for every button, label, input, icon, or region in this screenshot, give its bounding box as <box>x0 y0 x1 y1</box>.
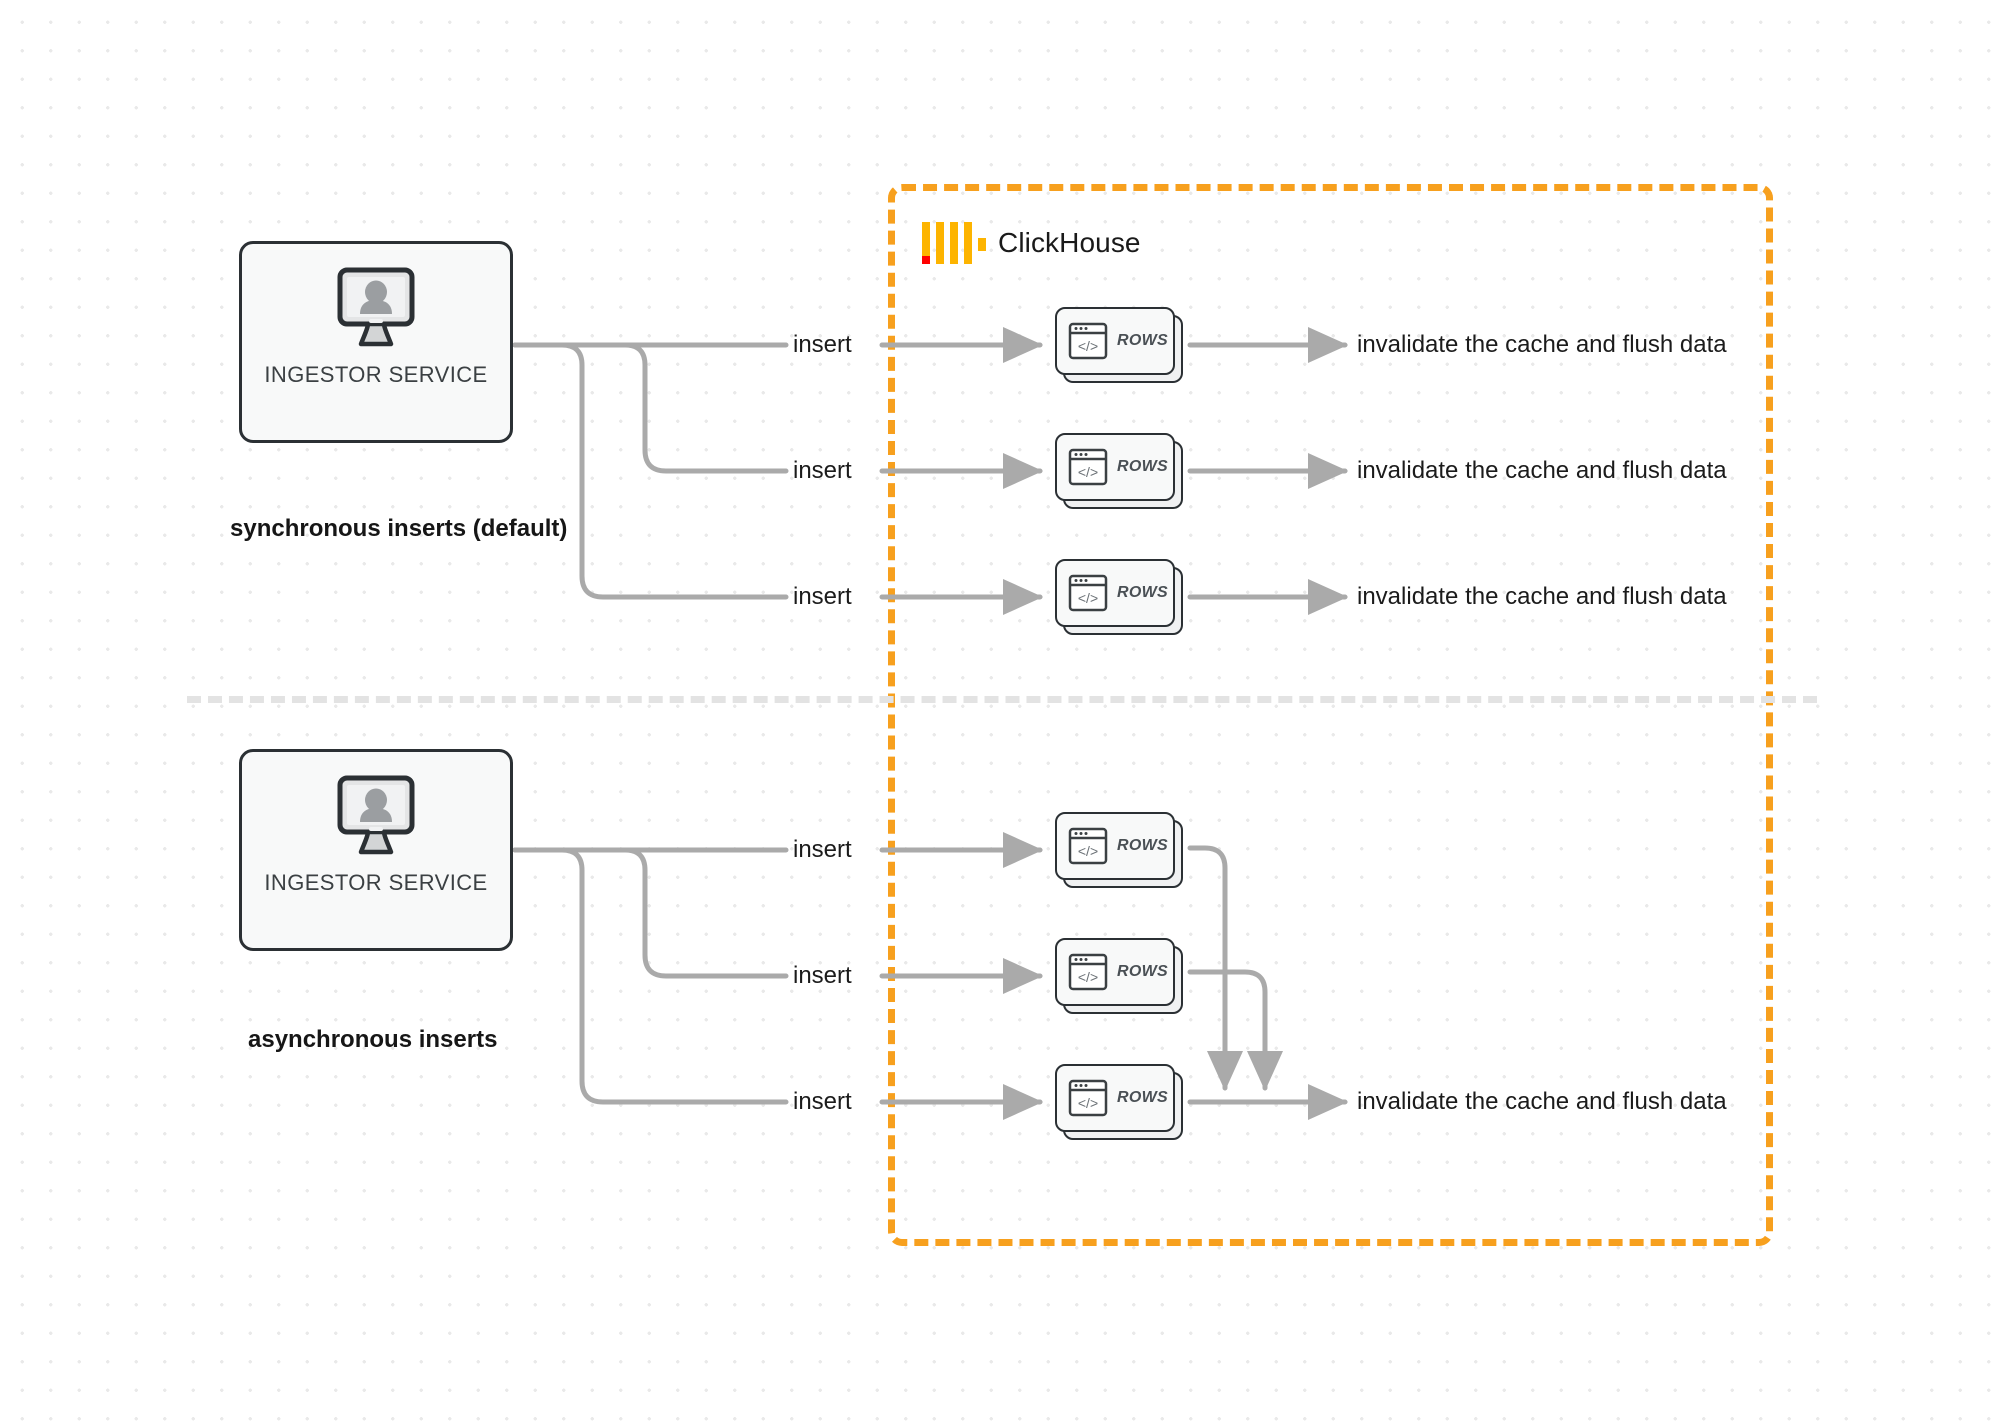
async-branch-row3 <box>512 847 789 1105</box>
flush-label-sync-3: invalidate the cache and flush data <box>1357 583 1727 610</box>
svg-text:</>: </> <box>1078 464 1098 480</box>
rows-card-label: ROWS <box>1117 1089 1168 1106</box>
svg-text:</>: </> <box>1078 590 1098 606</box>
insert-label-sync-3: insert <box>793 583 852 610</box>
rows-card-label: ROWS <box>1117 332 1168 349</box>
rows-card-face: </> ROWS <box>1055 559 1175 627</box>
svg-text:</>: </> <box>1078 1095 1098 1111</box>
ingestor-service-label-sync: INGESTOR SERVICE <box>264 362 488 387</box>
insert-label-sync-2: insert <box>793 457 852 484</box>
rows-card-face: </> ROWS <box>1055 1064 1175 1132</box>
ingestor-service-async[interactable]: INGESTOR SERVICE <box>239 749 513 951</box>
rows-card-face: </> ROWS <box>1055 433 1175 501</box>
logo-accent-square <box>978 238 986 251</box>
section-divider <box>187 696 1817 703</box>
rows-card-async-2[interactable]: </> ROWS <box>1055 938 1183 1014</box>
rows-card-label: ROWS <box>1117 837 1168 854</box>
svg-text:</>: </> <box>1078 338 1098 354</box>
flush-label-sync-2: invalidate the cache and flush data <box>1357 457 1727 484</box>
code-window-icon: </> <box>1068 448 1108 486</box>
insert-label-sync-1: insert <box>793 331 852 358</box>
ingestor-service-sync[interactable]: INGESTOR SERVICE <box>239 241 513 443</box>
rows-card-face: </> ROWS <box>1055 307 1175 375</box>
clickhouse-brand: ClickHouse <box>922 222 1141 264</box>
rows-card-async-3[interactable]: </> ROWS <box>1055 1064 1183 1140</box>
clickhouse-region-boundary <box>888 184 1773 1246</box>
rows-card-sync-3[interactable]: </> ROWS <box>1055 559 1183 635</box>
rows-card-sync-1[interactable]: </> ROWS <box>1055 307 1183 383</box>
flush-label-sync-1: invalidate the cache and flush data <box>1357 331 1727 358</box>
logo-bar-2 <box>936 222 944 264</box>
code-window-icon: </> <box>1068 574 1108 612</box>
code-window-icon: </> <box>1068 1079 1108 1117</box>
monitor-user-icon <box>328 774 424 858</box>
rows-card-label: ROWS <box>1117 584 1168 601</box>
rows-card-face: </> ROWS <box>1055 938 1175 1006</box>
rows-card-label: ROWS <box>1117 963 1168 980</box>
rows-card-face: </> ROWS <box>1055 812 1175 880</box>
sync-branch-row3 <box>512 342 789 600</box>
logo-red-square <box>922 256 930 264</box>
ingestor-service-label-async: INGESTOR SERVICE <box>264 870 488 895</box>
caption-synchronous: synchronous inserts (default) <box>230 515 568 542</box>
rows-card-async-1[interactable]: </> ROWS <box>1055 812 1183 888</box>
logo-bar-4 <box>964 222 972 264</box>
caption-asynchronous: asynchronous inserts <box>248 1026 498 1053</box>
logo-bar-3 <box>950 222 958 264</box>
insert-label-async-1: insert <box>793 836 852 863</box>
code-window-icon: </> <box>1068 827 1108 865</box>
rows-card-label: ROWS <box>1117 458 1168 475</box>
svg-text:</>: </> <box>1078 843 1098 859</box>
clickhouse-brand-label: ClickHouse <box>998 227 1141 258</box>
rows-card-sync-2[interactable]: </> ROWS <box>1055 433 1183 509</box>
insert-label-async-2: insert <box>793 962 852 989</box>
code-window-icon: </> <box>1068 322 1108 360</box>
code-window-icon: </> <box>1068 953 1108 991</box>
monitor-user-icon <box>328 266 424 350</box>
flush-label-async-merged: invalidate the cache and flush data <box>1357 1088 1727 1115</box>
logo-bar-1 <box>922 222 930 264</box>
sync-branch-row2 <box>512 342 789 474</box>
insert-label-async-3: insert <box>793 1088 852 1115</box>
async-branch-row2 <box>512 847 789 979</box>
clickhouse-logo-icon <box>922 222 986 264</box>
svg-text:</>: </> <box>1078 969 1098 985</box>
